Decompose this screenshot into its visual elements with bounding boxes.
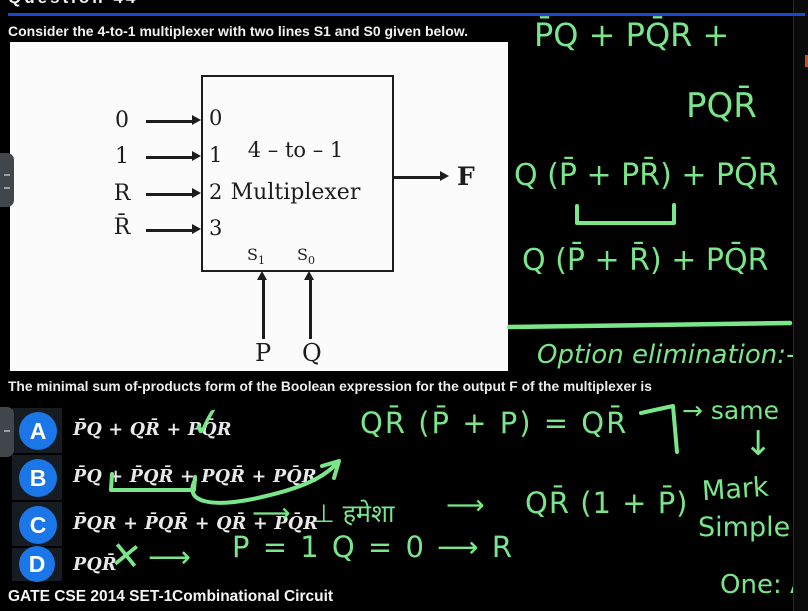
annotation-down-arrow: ↓	[744, 424, 773, 464]
s0-base: S	[297, 245, 308, 264]
select-input-p: P	[255, 339, 272, 367]
port-label-3: 3	[209, 216, 223, 240]
option-a-badge[interactable]: A	[19, 412, 57, 450]
annotation-work-line-3: Q (P̄ + PR̄) + PQ̄R	[514, 158, 779, 193]
exam-label: GATE CSE 2014 SET-1	[8, 588, 173, 605]
select-label-s1: S1	[247, 245, 265, 267]
option-c-badge[interactable]: C	[19, 506, 57, 544]
annotation-c-always-note: ⊥ हमेशा	[313, 499, 395, 528]
side-handle-bottom[interactable]	[0, 407, 14, 457]
clipped-question-header: Question 44	[8, 0, 308, 7]
annotation-d-derivation: P = 1 Q = 0 ⟶ R	[232, 530, 515, 564]
select-label-s0: S0	[297, 245, 315, 267]
port-label-0: 0	[209, 106, 223, 130]
side-handle-top[interactable]	[0, 153, 14, 207]
option-b-expression: P̄Q + P̄QR̄ + PQR̄ + PQ̄R	[73, 467, 317, 487]
output-label: F	[457, 162, 475, 191]
annotation-check-option-a: ✓	[186, 397, 227, 449]
port-label-1: 1	[209, 143, 223, 167]
port-label-2: 2	[209, 180, 223, 204]
annotation-simple-note: Simple	[698, 512, 791, 543]
select-input-q: Q	[302, 339, 322, 367]
mux-box	[201, 75, 394, 272]
header-divider-line	[8, 13, 805, 16]
option-b-badge[interactable]: B	[19, 459, 57, 497]
mux-title-line2: Multiplexer	[230, 180, 361, 205]
swoosh-arrowhead	[320, 459, 341, 480]
option-d-expression: PQR̄	[73, 555, 117, 575]
select-arrow-s0	[305, 271, 314, 339]
scroll-indicator	[805, 55, 808, 67]
input-label-r-bar: R̄	[113, 215, 131, 240]
annotation-same-note: → same	[682, 396, 779, 425]
mux-title-line1: 4 – to – 1	[247, 138, 344, 162]
intro-text: Consider the 4-to-1 multiplexer with two…	[8, 23, 469, 39]
question-text: The minimal sum of-products form of the …	[8, 379, 652, 394]
annotation-elimination-heading: Option elimination:-	[537, 340, 796, 370]
input-arrow-0	[146, 116, 201, 125]
input-arrow-3	[146, 225, 201, 234]
option-a-expression: P̄Q + QR̄ + PQ̄R	[73, 420, 232, 440]
output-arrow	[392, 172, 449, 181]
multiplexer-diagram-panel: 4 – to – 1 Multiplexer 0 1 R R̄ 0 1 2 3 …	[10, 42, 508, 371]
annotation-work-line-2: PQR̄	[686, 86, 757, 126]
input-arrow-2	[146, 189, 201, 198]
s1-sub: 1	[257, 254, 265, 268]
underbracket-work-line-3	[575, 203, 676, 225]
option-c-expression: P̄QR + P̄QR̄ + QR̄ + PQ̄R	[73, 514, 319, 534]
annotation-c-derivation: QR̄ (1 + P̄)	[525, 486, 689, 520]
option-d-badge[interactable]: D	[19, 546, 55, 582]
annotation-d-arrow: ⟶	[148, 540, 192, 575]
s0-sub: 0	[307, 254, 315, 268]
topic-label: Combinational Circuit	[172, 588, 334, 605]
input-label-0: 0	[115, 108, 129, 133]
input-label-1: 1	[115, 144, 129, 169]
green-divider-line	[506, 320, 793, 330]
question-header-label: Question 44	[8, 0, 308, 7]
annotation-work-line-1: P̄Q + PQ̄R +	[534, 16, 730, 54]
annotation-b-derivation: QR̄ (P̄ + P) = QR̄	[360, 406, 629, 440]
annotation-c-arrow-2: ⟶	[446, 490, 485, 521]
right-edge-strip	[793, 0, 808, 611]
annotation-mark-note: Mark	[700, 471, 770, 508]
input-arrow-1	[146, 152, 201, 161]
input-label-r: R	[113, 181, 131, 206]
annotation-work-line-4: Q (P̄ + R̄) + PQ̄R	[522, 243, 769, 278]
annotation-cross-option-d: ✕	[107, 532, 145, 580]
annotation-c-arrow-1: ⟶	[252, 498, 291, 529]
select-arrow-s1	[258, 271, 267, 339]
corner-bracket-qr	[639, 404, 679, 454]
s1-base: S	[247, 245, 258, 264]
